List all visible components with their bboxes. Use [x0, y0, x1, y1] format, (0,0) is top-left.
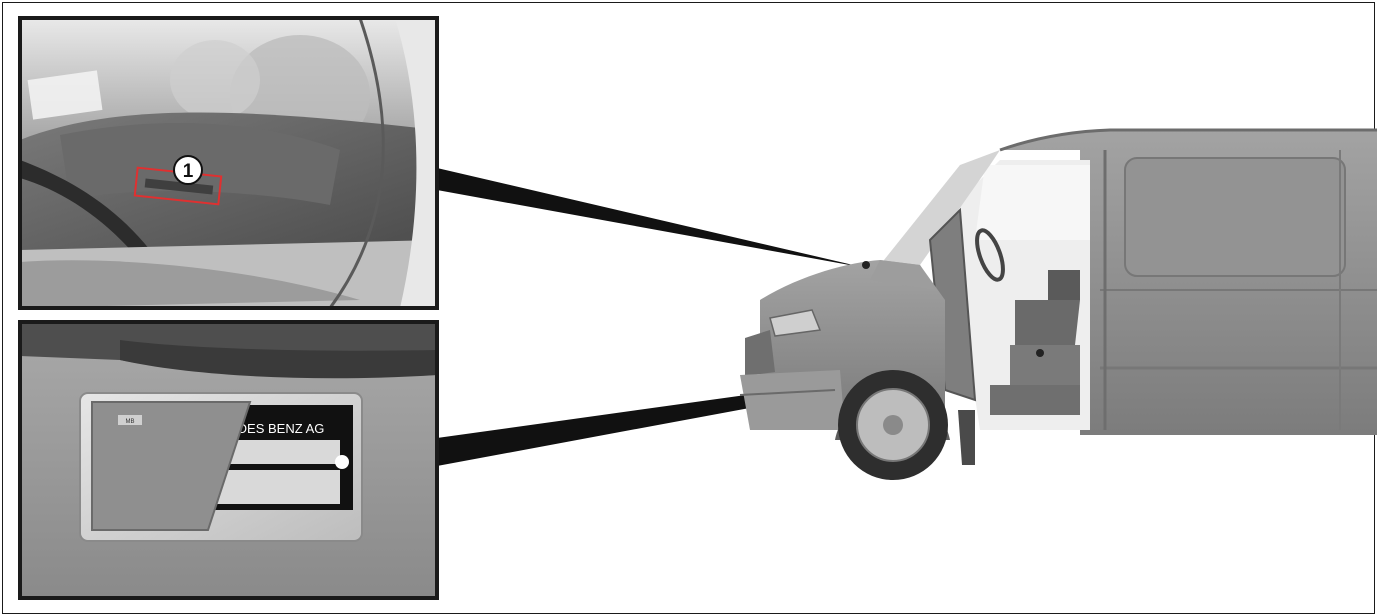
plate-text: EDES BENZ AG [229, 421, 324, 436]
plate-cover [91, 401, 252, 531]
callout-number: 1 [183, 161, 194, 182]
cover-tag: MB [126, 419, 135, 425]
van-illustration [739, 128, 1377, 480]
data-plate-inset: EDES BENZ AG MB [18, 320, 439, 600]
leader-line-top [437, 168, 866, 268]
callout-circle [173, 155, 203, 185]
windshield-inset: 1 [18, 16, 439, 310]
